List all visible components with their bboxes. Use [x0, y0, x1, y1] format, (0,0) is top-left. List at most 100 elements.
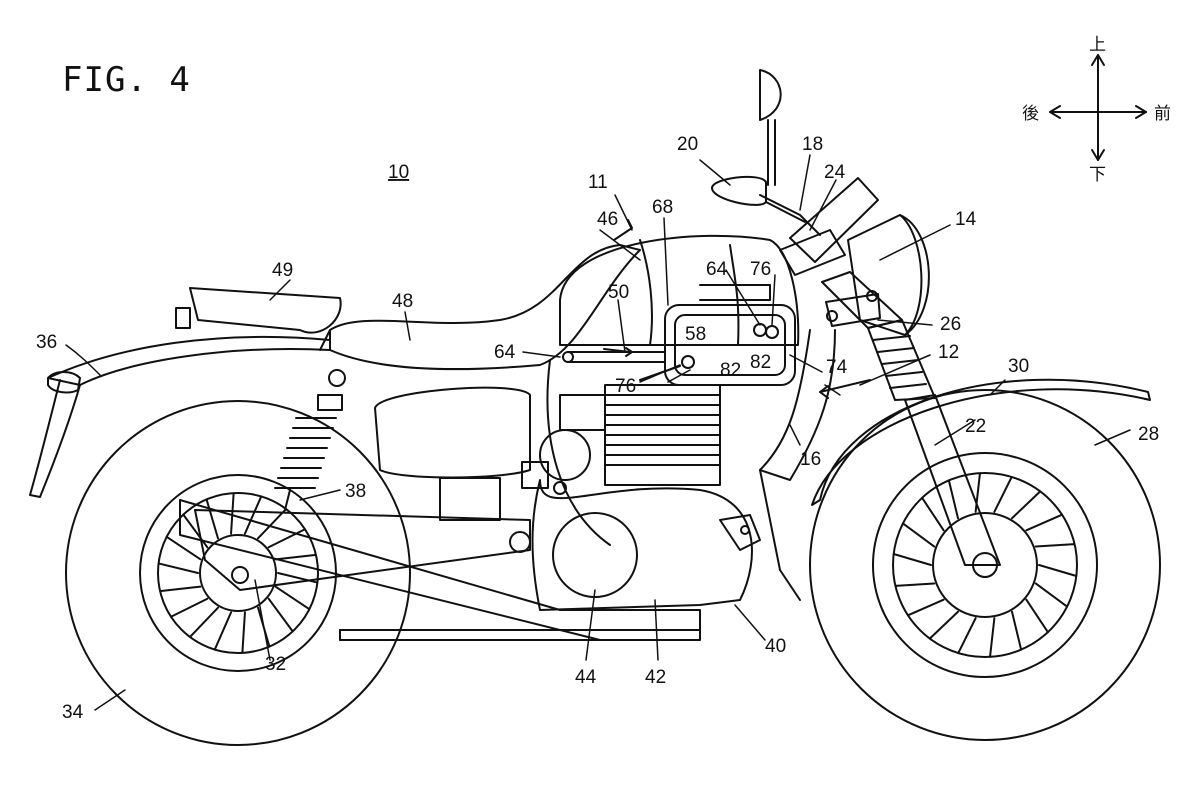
ref-50: 50	[608, 282, 629, 303]
ref-34: 34	[62, 702, 84, 723]
ref-40: 40	[765, 636, 786, 657]
ref-16: 16	[800, 449, 821, 470]
ref-48: 48	[392, 291, 413, 312]
front-spoke	[1011, 610, 1023, 651]
front-tire	[809, 389, 1161, 741]
front-fork	[821, 271, 1001, 566]
arrow-right-icon	[1135, 105, 1147, 119]
engine-cover	[552, 512, 638, 598]
rear-hub	[199, 534, 277, 612]
ref-28: 28	[1138, 424, 1159, 445]
side-cover	[374, 386, 531, 479]
crankcase	[531, 479, 753, 611]
front-downtube	[759, 329, 836, 481]
frame-down	[546, 359, 611, 546]
swingarm	[194, 509, 531, 591]
rear-spoke	[159, 585, 202, 593]
rear-spoke	[170, 597, 209, 618]
arrow-12-icon	[819, 379, 871, 399]
rear-seat-cowl	[189, 287, 342, 334]
tail-light	[47, 371, 81, 394]
engine	[521, 384, 761, 611]
arrow-50-icon	[603, 347, 633, 357]
ref-58: 58	[685, 324, 706, 345]
grip	[711, 175, 767, 206]
rear-spoke	[267, 528, 306, 549]
ref-76-left: 76	[615, 376, 636, 397]
air-filter	[539, 429, 591, 481]
rear-tire	[65, 400, 411, 746]
ref-30: 30	[1008, 356, 1029, 377]
rear-spoke	[205, 498, 219, 540]
rear-rim-outer	[139, 474, 337, 672]
reference-labels: 10 11 12 14 16 18 20 22 24 26 28 30 32 3…	[36, 134, 1159, 723]
front-spoke	[921, 496, 945, 532]
rear-spoke	[274, 585, 311, 611]
ref-22: 22	[965, 416, 986, 437]
rear-rim-inner	[157, 492, 319, 654]
ref-64-left: 64	[494, 342, 516, 363]
ref-42: 42	[645, 667, 666, 688]
dir-up: 上	[1089, 35, 1106, 55]
direction-indicator: 上 下 後 前	[1022, 35, 1171, 185]
arrow-down-icon	[1091, 149, 1105, 161]
rear-axle	[231, 566, 249, 584]
ref-18: 18	[802, 134, 823, 155]
fork-lower	[904, 394, 1001, 566]
front-fender	[811, 378, 1151, 506]
front-spoke	[901, 522, 936, 548]
rear-spoke	[274, 553, 317, 561]
front-spoke	[1034, 543, 1076, 548]
ref-64-right: 64	[706, 259, 728, 280]
rear-spoke	[241, 611, 246, 654]
front-spoke	[894, 582, 936, 587]
rear-spoke	[243, 495, 263, 535]
rear-spoke	[165, 535, 202, 561]
rear-wheel	[65, 400, 411, 746]
rear-spoke	[267, 597, 294, 633]
ref-82-right: 82	[750, 352, 771, 373]
ref-68: 68	[652, 197, 673, 218]
heat-shield	[339, 629, 701, 641]
ref-12: 12	[938, 342, 959, 363]
rear-spoke	[257, 508, 288, 540]
front-spoke	[1034, 582, 1069, 608]
front-spoke	[989, 617, 996, 658]
ref-24: 24	[824, 162, 846, 183]
arrow-up-icon	[1091, 54, 1105, 66]
ref-14: 14	[955, 209, 977, 230]
rear-spokes	[157, 492, 319, 654]
front-spoke	[892, 552, 932, 566]
rear-spoke	[188, 606, 219, 638]
ref-36: 36	[36, 332, 57, 353]
rear-shock	[274, 369, 346, 511]
fork-upper	[821, 271, 903, 329]
rear-fender	[47, 335, 331, 386]
mirror	[759, 69, 782, 186]
meter-bracket	[789, 177, 879, 263]
rear-mudguard	[29, 379, 81, 498]
ref-44: 44	[575, 667, 597, 688]
carburetor	[559, 394, 606, 431]
ref-20: 20	[677, 134, 698, 155]
front-spoke	[947, 479, 959, 520]
rear-spoke	[182, 513, 209, 549]
bracket-inner	[674, 314, 786, 376]
front-spoke	[1025, 598, 1049, 634]
rear-spoke	[213, 611, 233, 651]
front-rim-inner	[892, 472, 1078, 658]
ref-82-left: 82	[720, 360, 741, 381]
front-spoke	[1038, 564, 1078, 578]
bottom-bracket	[825, 293, 881, 327]
front-spoke	[993, 475, 1013, 513]
front-spoke	[928, 610, 959, 640]
arrow-11-icon	[613, 219, 633, 241]
ref-10: 10	[388, 162, 409, 183]
fork-boot	[867, 319, 936, 401]
ref-11: 11	[588, 172, 608, 193]
front-spoke	[906, 598, 945, 617]
rear-spoke	[230, 492, 235, 535]
ref-74: 74	[826, 357, 848, 378]
